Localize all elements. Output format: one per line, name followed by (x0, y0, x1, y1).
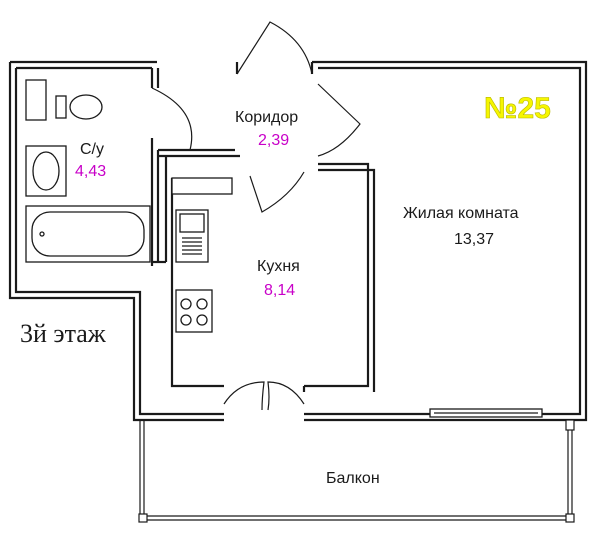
stove-burner (180, 314, 192, 326)
bathtub-drain (39, 231, 45, 237)
stove-burner (196, 314, 208, 326)
sink-bowl (179, 213, 205, 233)
toilet-seat-base (55, 95, 67, 119)
stove (175, 289, 213, 333)
living-room-name: Жилая комната (403, 205, 519, 222)
balcony (138, 419, 575, 523)
floor-label: 3й этаж (20, 319, 107, 348)
kitchen-fixtures (171, 177, 233, 333)
bathroom-area: 4,43 (75, 163, 106, 180)
corridor-area: 2,39 (258, 132, 289, 149)
corridor-name: Коридор (235, 109, 298, 126)
stove-burner (180, 298, 192, 310)
balcony-name: Балкон (326, 470, 380, 487)
living-room-area: 13,37 (454, 231, 494, 248)
stove-burner (196, 298, 208, 310)
counter-top (171, 177, 233, 195)
apartment-number: №25 (484, 92, 551, 125)
sink-basin (32, 151, 60, 191)
interior-walls (150, 68, 376, 392)
bathtub-inner (31, 211, 145, 257)
bathroom-fixtures (25, 79, 151, 263)
kitchen-area: 8,14 (264, 282, 295, 299)
living-room-window (429, 408, 543, 418)
kitchen-name: Кухня (257, 258, 300, 275)
door-swings (151, 21, 361, 411)
toilet-bowl (69, 94, 103, 120)
water-tank (25, 79, 47, 121)
bathroom-name: С/у (80, 141, 104, 158)
